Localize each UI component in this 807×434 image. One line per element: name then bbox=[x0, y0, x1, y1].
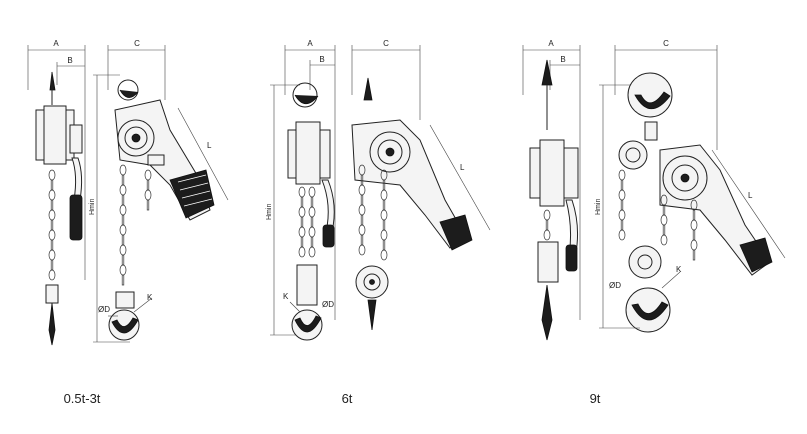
front-chain-0-5t bbox=[119, 164, 152, 286]
dim-b: B bbox=[56, 56, 85, 85]
front-view-0-5t bbox=[108, 79, 215, 341]
dim-c-0-5t: C bbox=[107, 39, 166, 100]
side-chain-6t bbox=[298, 186, 316, 258]
dim-l-6t: L bbox=[429, 124, 491, 231]
dim-hmin-label-9t: Hmin bbox=[595, 199, 602, 215]
dim-a-6t: A bbox=[284, 39, 336, 320]
dim-l-0-5t: L bbox=[177, 107, 229, 201]
dim-c-label-9t: C bbox=[663, 39, 669, 48]
figure-0-5t-3t: A B bbox=[27, 39, 229, 346]
dim-c-label-6t: C bbox=[383, 39, 389, 48]
dim-l-label-6t: L bbox=[460, 163, 465, 172]
front-view-6t bbox=[351, 77, 473, 331]
caption-0-5t-3t: 0.5t-3t bbox=[64, 391, 101, 406]
dim-a-label-9t: A bbox=[548, 39, 554, 48]
side-view-0-5t bbox=[35, 71, 83, 346]
dim-c-9t: C bbox=[614, 39, 718, 150]
dim-k-label: K bbox=[147, 293, 153, 302]
front-view-9t bbox=[618, 72, 773, 333]
dim-d-label-9t: ØD bbox=[609, 281, 621, 290]
dim-c-label: C bbox=[134, 39, 140, 48]
dim-c-6t: C bbox=[351, 39, 421, 120]
dim-b-label-9t: B bbox=[560, 55, 565, 64]
dim-a: A bbox=[27, 39, 86, 280]
dim-b-label-6t: B bbox=[319, 55, 324, 64]
side-view-9t bbox=[529, 59, 579, 341]
caption-9t: 9t bbox=[590, 391, 601, 406]
caption-6t: 6t bbox=[342, 391, 353, 406]
dim-k-label-9t: K bbox=[676, 265, 682, 274]
dim-a-9t: A bbox=[522, 39, 581, 320]
dim-l-label-9t: L bbox=[748, 191, 753, 200]
dim-k-label-6t: K bbox=[283, 292, 289, 301]
dim-hmin-label: Hmin bbox=[89, 199, 96, 215]
dim-hmin-9t: Hmin bbox=[595, 84, 640, 329]
dim-l-9t: L bbox=[711, 149, 786, 259]
dim-b-6t: B bbox=[309, 55, 335, 90]
figure-6t: A B Hmin bbox=[266, 39, 491, 341]
figure-9t: A B bbox=[522, 39, 786, 341]
dim-l-label: L bbox=[207, 141, 212, 150]
side-chain-0-5t bbox=[48, 169, 56, 281]
dim-a-label-6t: A bbox=[307, 39, 313, 48]
side-view-6t bbox=[287, 82, 335, 341]
dim-d-label: ØD bbox=[98, 305, 110, 314]
dim-b-9t: B bbox=[549, 55, 580, 90]
dim-hmin-label-6t: Hmin bbox=[266, 204, 273, 220]
dim-hmin-0-5t: Hmin bbox=[89, 74, 130, 343]
side-chain-9t bbox=[543, 209, 551, 241]
dim-a-label: A bbox=[53, 39, 59, 48]
dim-b-label: B bbox=[67, 56, 72, 65]
dim-d-label-6t: ØD bbox=[322, 300, 334, 309]
